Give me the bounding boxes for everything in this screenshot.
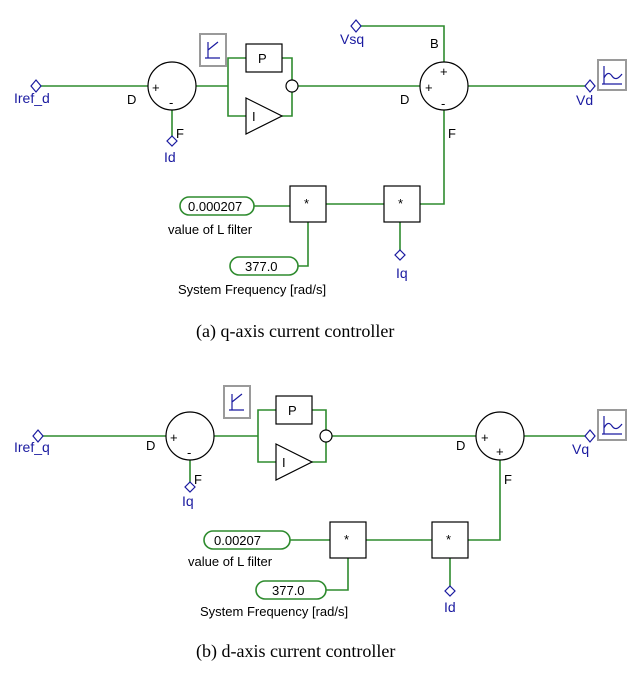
sum2-f-label-b: F xyxy=(504,472,512,487)
pi-adder-b xyxy=(319,429,333,443)
multiplier-2-sign-a: * xyxy=(398,196,403,211)
summing-junction-2-b xyxy=(475,411,525,461)
p-block-label-a: P xyxy=(258,51,267,66)
freq-value-b: 377.0 xyxy=(272,583,305,598)
multiplier-1-sign-a: * xyxy=(304,196,309,211)
p-block-a xyxy=(245,43,283,73)
meter-icon-b xyxy=(597,409,627,441)
multiplier-2-sign-b: * xyxy=(446,532,451,547)
sum2-minus-a: - xyxy=(441,96,445,111)
wire-vsq-a xyxy=(356,25,445,64)
feedback-signal-label-a: Id xyxy=(164,149,176,165)
input-signal-label-a: Iref_d xyxy=(14,90,50,106)
i-block-label-a: I xyxy=(252,109,256,124)
cross-signal-label-b: Id xyxy=(444,599,456,615)
caption-b: (b) d-axis current controller xyxy=(196,641,395,662)
summing-junction-1-b xyxy=(165,411,215,461)
wire-split-p-b xyxy=(257,409,276,436)
feedback-port-a xyxy=(166,135,178,147)
sum1-minus-b: - xyxy=(187,445,191,460)
output-signal-label-b: Vq xyxy=(572,441,589,457)
output-port-a xyxy=(584,79,596,93)
i-block-label-b: I xyxy=(282,455,286,470)
filter-value-b: 0.00207 xyxy=(214,533,261,548)
cross-signal-label-a: Iq xyxy=(396,265,408,281)
multiplier-1-a xyxy=(289,185,327,223)
meter-icon-a xyxy=(597,59,627,91)
filter-constant-b xyxy=(203,530,291,550)
wire-split-i-b xyxy=(257,436,276,463)
wire-split-p-a xyxy=(227,57,246,86)
filter-label-a: value of L filter xyxy=(168,222,253,237)
cross-port-a xyxy=(394,249,406,261)
multiplier-2-a xyxy=(383,185,421,223)
output-port-b xyxy=(584,429,596,443)
wire-p-out-a xyxy=(282,57,293,80)
sum1-d-label-a: D xyxy=(127,92,136,107)
sum2-plus-left-a: + xyxy=(425,80,433,95)
multiplier-1-b xyxy=(329,521,367,559)
wire-mult2-sum2-b xyxy=(468,460,501,541)
limiter-glyph-a xyxy=(205,41,220,59)
sum1-minus-a: - xyxy=(169,95,173,110)
vsq-port-a xyxy=(350,19,362,33)
multiplier-2-b xyxy=(431,521,469,559)
wire-split-i-a xyxy=(227,86,246,117)
wire-mult2-sum2-a xyxy=(420,110,445,205)
summing-junction-2-a xyxy=(419,61,469,111)
sum2-plus-top-a: + xyxy=(440,64,448,79)
freq-label-a: System Frequency [rad/s] xyxy=(178,282,326,297)
sum1-f-label-b: F xyxy=(194,472,202,487)
feedback-port-b xyxy=(184,481,196,493)
sum2-f-label-a: F xyxy=(448,126,456,141)
sum1-d-label-b: D xyxy=(146,438,155,453)
sum2-b-label-a: B xyxy=(430,36,439,51)
i-block-b xyxy=(275,443,314,481)
wire-i-out-a xyxy=(282,92,293,117)
sum2-plus-bottom-b: + xyxy=(496,444,504,459)
pi-adder-a xyxy=(285,79,299,93)
i-block-a xyxy=(245,97,284,135)
freq-constant-b xyxy=(255,580,327,600)
summing-junction-1-a xyxy=(147,61,197,111)
sum2-plus-left-b: + xyxy=(481,430,489,445)
sum1-plus-b: + xyxy=(170,430,178,445)
feedback-signal-label-b: Iq xyxy=(182,493,194,509)
filter-label-b: value of L filter xyxy=(188,554,273,569)
wire-i-out-b xyxy=(312,442,327,463)
panel-b: + - + + D F D F P I Iref_q Iq Vq Id xyxy=(14,385,627,662)
input-port-b xyxy=(32,429,44,443)
filter-value-a: 0.000207 xyxy=(188,199,242,214)
caption-a: (a) q-axis current controller xyxy=(196,321,394,342)
filter-constant-a xyxy=(179,196,255,216)
sum2-d-label-a: D xyxy=(400,92,409,107)
wire-freq-mult1-a xyxy=(298,222,309,267)
limiter-glyph-b xyxy=(229,393,244,411)
limiter-icon-a xyxy=(199,33,227,67)
p-block-label-b: P xyxy=(288,403,297,418)
freq-constant-a xyxy=(229,256,299,276)
sum1-f-label-a: F xyxy=(176,126,184,141)
panel-a: + - + + - D F B D F P I Iref_d Id Vsq Vd… xyxy=(14,19,627,342)
input-signal-label-b: Iref_q xyxy=(14,439,50,455)
output-signal-label-a: Vd xyxy=(576,92,593,108)
input-port-a xyxy=(30,79,42,93)
multiplier-1-sign-b: * xyxy=(344,532,349,547)
sum1-plus-a: + xyxy=(152,80,160,95)
cross-port-b xyxy=(444,585,456,597)
freq-value-a: 377.0 xyxy=(245,259,278,274)
limiter-icon-b xyxy=(223,385,251,419)
freq-label-b: System Frequency [rad/s] xyxy=(200,604,348,619)
wire-p-out-b xyxy=(312,409,327,430)
p-block-b xyxy=(275,395,313,425)
vsq-signal-label-a: Vsq xyxy=(340,31,364,47)
sum2-d-label-b: D xyxy=(456,438,465,453)
wire-freq-mult1-b xyxy=(326,558,349,591)
